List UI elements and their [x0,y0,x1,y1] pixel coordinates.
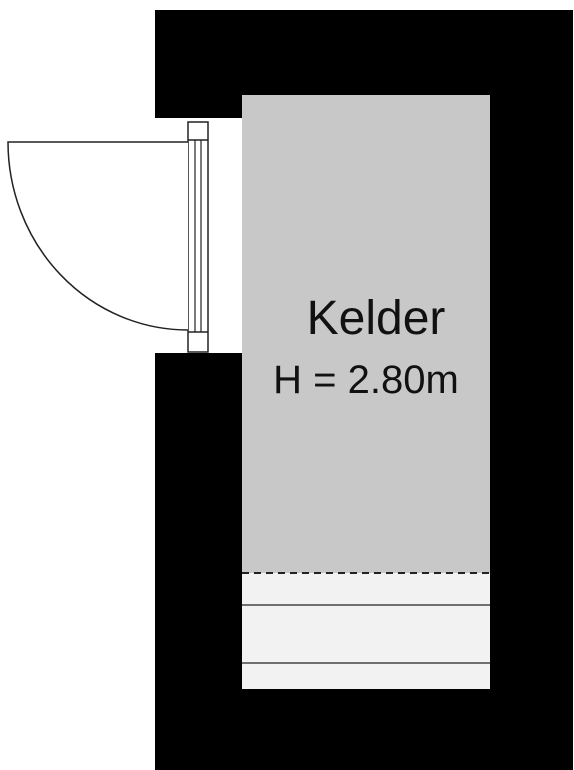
door-swing-arc [7,141,189,331]
stairs-area [242,573,490,689]
room-height-label: H = 2.80m [273,358,459,402]
room-floor [242,95,490,573]
room-name-label: Kelder [307,292,446,345]
door-frame [187,121,209,353]
door-swing-icon [7,121,209,353]
staircase-icon [242,572,490,689]
